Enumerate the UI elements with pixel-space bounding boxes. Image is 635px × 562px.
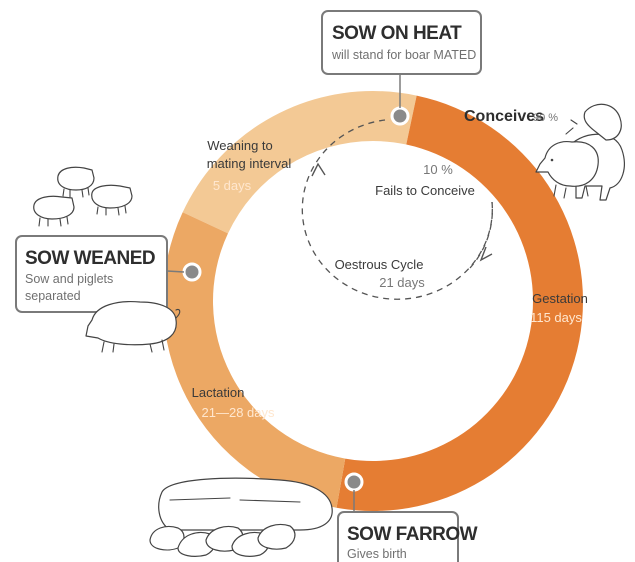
fails-label: Fails to Conceive	[375, 183, 475, 198]
sow-weaned-subtitle-line2: separated	[25, 289, 81, 303]
stage-markers	[166, 74, 410, 512]
sow-farrow-subtitle: Gives birth	[347, 547, 407, 561]
cycle-arrow-head-right	[479, 246, 493, 262]
heat-marker[interactable]	[390, 106, 410, 126]
oestrous-cycle-loop	[301, 119, 494, 300]
fails-percent: 10 %	[423, 162, 453, 177]
nursing-sow-icon	[149, 477, 333, 557]
oestrous-duration: 21 days	[379, 275, 425, 290]
sow-weaned-subtitle-line1: Sow and piglets	[25, 272, 113, 286]
weaned-connector	[166, 270, 185, 273]
weaning-label-line1: Weaning to	[207, 138, 273, 153]
gestation-duration: 115 days	[530, 310, 582, 325]
cycle-arrow-head-left	[311, 162, 326, 177]
weaned-marker[interactable]	[182, 262, 202, 282]
farrow-marker[interactable]	[344, 472, 364, 492]
dashed-cycle-arc-right	[469, 201, 494, 269]
oestrous-label: Oestrous Cycle	[335, 257, 424, 272]
sow-on-heat-subtitle: will stand for boar MATED	[331, 48, 476, 62]
mating-pigs-icon	[535, 103, 625, 201]
conceives-percent: 90 %	[533, 112, 558, 124]
cycle-ring	[163, 91, 583, 512]
sow-weaned-title: SOW WEANED	[25, 248, 155, 269]
gestation-label: Gestation	[532, 291, 588, 306]
conceives-label: Conceives	[464, 108, 544, 125]
sow-icon	[85, 300, 181, 353]
ring-segment-gestation	[336, 95, 583, 512]
sow-on-heat-box: SOW ON HEAT will stand for boar MATED	[321, 10, 482, 75]
sow-on-heat-title: SOW ON HEAT	[332, 23, 462, 44]
weaning-duration: 5 days	[213, 178, 252, 193]
ring-segment-weaning	[182, 91, 373, 234]
dashed-cycle-arc	[301, 119, 493, 300]
sow-farrow-title: SOW FARROW	[347, 524, 478, 545]
sow-farrow-box: SOW FARROW Gives birth	[337, 511, 478, 562]
lactation-duration: 21—28 days	[202, 405, 275, 420]
sow-weaned-box: SOW WEANED Sow and piglets separated	[15, 235, 168, 313]
weaning-label-line2: mating interval	[207, 156, 292, 171]
piglets-icon	[33, 166, 133, 227]
lactation-label: Lactation	[192, 385, 245, 400]
ring-segment-lactation	[163, 212, 346, 508]
